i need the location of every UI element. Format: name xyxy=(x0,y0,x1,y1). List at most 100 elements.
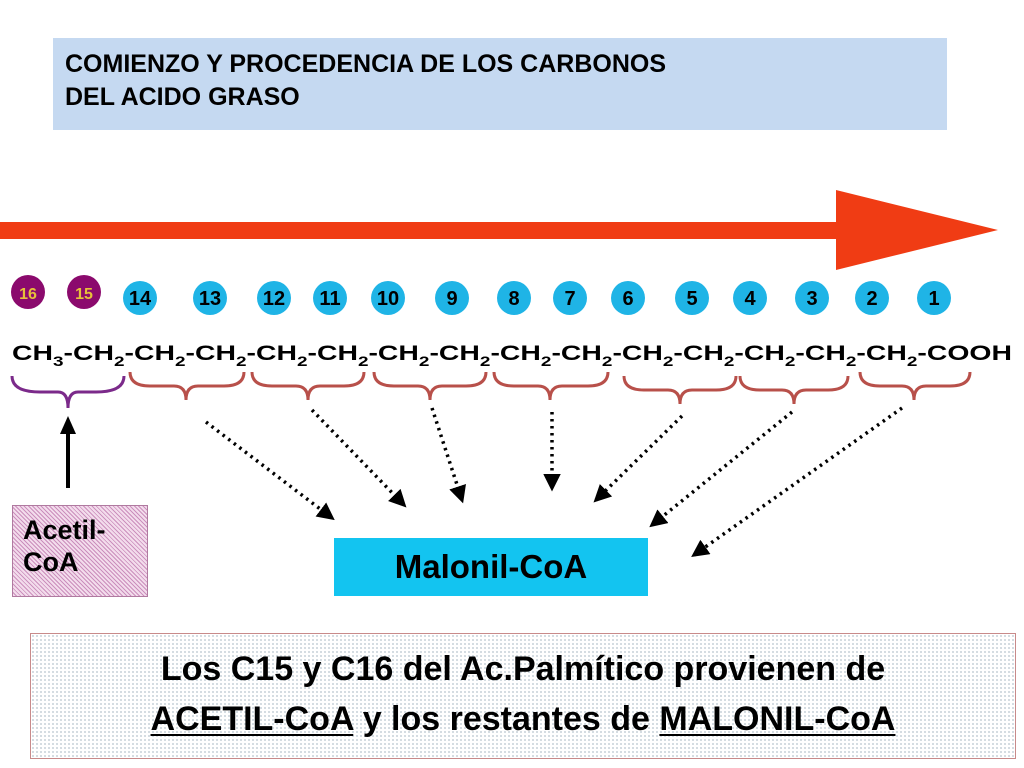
formula-bond: - xyxy=(490,342,499,365)
carbon-number-label: 11 xyxy=(319,288,340,310)
formula-subscript: 2 xyxy=(907,353,918,369)
carbon-number-label: 16 xyxy=(19,286,37,303)
formula-bond: - xyxy=(247,342,256,365)
formula-bond: - xyxy=(125,342,134,365)
conclusion-line-1: Los C15 y C16 del Ac.Palmítico provienen… xyxy=(160,650,886,688)
malonyl-brace xyxy=(492,371,610,401)
carbon-11-marker: 11 xyxy=(313,281,347,315)
carbon-number-label: 4 xyxy=(744,288,756,310)
carbon-number-label: 1 xyxy=(928,288,939,310)
malonyl-brace xyxy=(738,375,850,405)
formula-group: CH xyxy=(683,342,724,365)
acetil-coa-label-line-1: Acetil- xyxy=(23,515,106,545)
formula-bond: - xyxy=(64,342,73,365)
formula-group: CH xyxy=(73,342,114,365)
title-line-1: COMIENZO Y PROCEDENCIA DE LOS CARBONOS xyxy=(65,50,666,78)
formula-group: CH xyxy=(256,342,297,365)
carbon-number-label: 5 xyxy=(686,288,697,310)
carbon-15-marker: 15 xyxy=(67,275,101,309)
malonyl-brace xyxy=(372,371,488,401)
carbon-circle xyxy=(11,275,45,309)
formula-bond: - xyxy=(612,342,621,365)
dotted-arrow xyxy=(593,414,684,503)
carbon-number-label: 7 xyxy=(564,288,575,310)
formula-group: CH xyxy=(134,342,175,365)
formula-bond: - xyxy=(917,342,926,365)
carbon-number-label: 12 xyxy=(263,288,285,310)
formula-bond: - xyxy=(734,342,743,365)
formula-subscript: 2 xyxy=(846,353,857,369)
carbon-12-marker: 12 xyxy=(257,281,291,315)
formula-subscript: 2 xyxy=(541,353,552,369)
dotted-arrow xyxy=(649,410,794,528)
carbon-number-label: 10 xyxy=(377,288,399,310)
formula-subscript: 2 xyxy=(785,353,796,369)
formula-bond: - xyxy=(429,342,438,365)
carbon-number-label: 3 xyxy=(806,288,817,310)
acetil-coa-emphasis: ACETIL-CoA xyxy=(150,700,354,738)
carbon-13-marker: 13 xyxy=(193,281,227,315)
formula-bond: - xyxy=(186,342,195,365)
arrow-shaft xyxy=(0,222,850,239)
formula-subscript: 2 xyxy=(419,353,430,369)
malonil-coa-emphasis: MALONIL-CoA xyxy=(659,700,896,738)
formula-group: CH xyxy=(622,342,663,365)
acetil-coa-box: Acetil- CoA xyxy=(12,505,148,597)
carbon-circle xyxy=(497,281,531,315)
formula-subscript: 3 xyxy=(53,353,64,369)
dotted-arrow xyxy=(204,420,335,521)
carbon-6-marker: 6 xyxy=(611,281,645,315)
carbon-1-marker: 1 xyxy=(917,281,951,315)
carbon-16-marker: 16 xyxy=(11,275,45,309)
formula-bond: - xyxy=(856,342,865,365)
title-box: COMIENZO Y PROCEDENCIA DE LOS CARBONOS D… xyxy=(53,38,947,130)
malonyl-brace xyxy=(250,371,366,401)
acetyl-up-arrow xyxy=(60,416,76,488)
formula-subscript: 2 xyxy=(480,353,491,369)
carbon-circle xyxy=(435,281,469,315)
acetil-coa-label-line-2: CoA xyxy=(23,547,79,577)
formula-group: CH xyxy=(866,342,907,365)
carbon-4-marker: 4 xyxy=(733,281,767,315)
carbon-circle xyxy=(313,281,347,315)
carbon-circle xyxy=(123,281,157,315)
formula-group: CH xyxy=(378,342,419,365)
malonyl-brace xyxy=(128,371,246,401)
synthesis-direction-arrow xyxy=(0,190,998,270)
carbon-circle xyxy=(257,281,291,315)
carbon-circle xyxy=(917,281,951,315)
formula-bond: - xyxy=(673,342,682,365)
carbon-number-label: 9 xyxy=(446,288,457,310)
carbon-2-marker: 2 xyxy=(855,281,889,315)
formula-group: CH xyxy=(805,342,846,365)
malonyl-dotted-arrows xyxy=(204,406,904,558)
formula-subscript: 2 xyxy=(236,353,247,369)
formula-subscript: 2 xyxy=(663,353,674,369)
conclusion-line-2: ACETIL-CoA y los restantes de MALONIL-Co… xyxy=(31,694,1015,744)
title-line-2: DEL ACIDO GRASO xyxy=(65,83,300,111)
formula-bond: - xyxy=(551,342,560,365)
carbon-5-marker: 5 xyxy=(675,281,709,315)
formula-bond: - xyxy=(368,342,377,365)
arrow-head xyxy=(836,190,998,270)
carbon-9-marker: 9 xyxy=(435,281,469,315)
formula-group: CH xyxy=(500,342,541,365)
carbon-number-label: 8 xyxy=(508,288,519,310)
acetyl-arrow-head xyxy=(60,416,76,434)
conclusion-connector: y los restantes de xyxy=(353,700,660,738)
carbon-circle xyxy=(193,281,227,315)
formula-bond: - xyxy=(308,342,317,365)
malonil-coa-box: Malonil-CoA xyxy=(334,538,648,596)
formula-subscript: 2 xyxy=(114,353,125,369)
formula-subscript: 2 xyxy=(175,353,186,369)
formula-group: CH xyxy=(195,342,236,365)
carbon-circle xyxy=(675,281,709,315)
carbon-number-label: 2 xyxy=(866,288,877,310)
formula-group: CH xyxy=(439,342,480,365)
dotted-arrow xyxy=(310,408,407,508)
carbon-10-marker: 10 xyxy=(371,281,405,315)
formula-subscript: 2 xyxy=(297,353,308,369)
